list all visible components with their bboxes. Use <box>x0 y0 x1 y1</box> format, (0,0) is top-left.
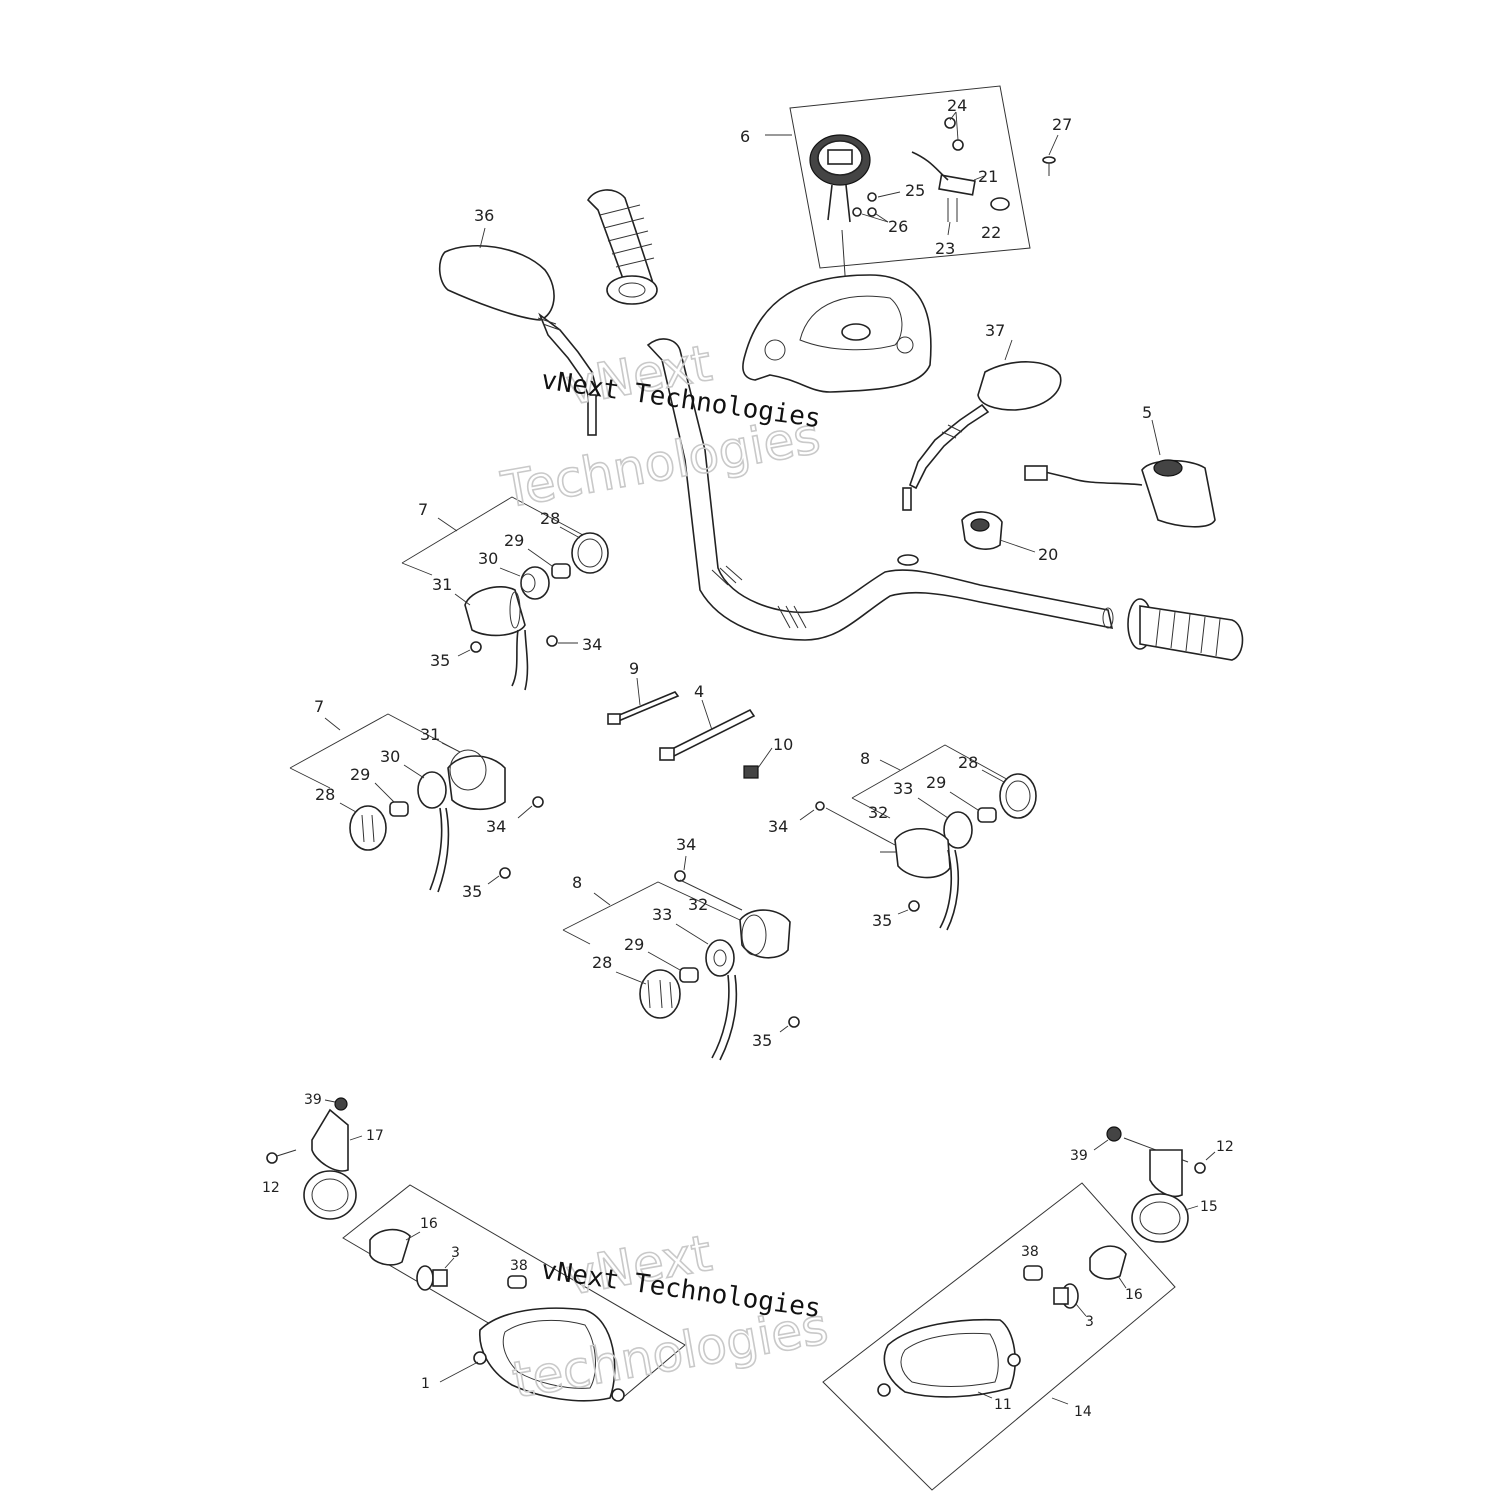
callout-15: 15 <box>1200 1199 1218 1215</box>
mirror-left-36: 36 <box>438 206 599 436</box>
callout-38b: 38 <box>1021 1244 1039 1260</box>
callout-23: 23 <box>935 239 955 258</box>
callout-30a: 30 <box>478 549 498 568</box>
handle-grip-left <box>586 189 658 305</box>
clip-10: 10 <box>743 735 793 779</box>
turn-signal-7-lower: 7 31 30 29 28 34 35 <box>289 697 544 901</box>
cap-22: 22 <box>981 197 1010 242</box>
callout-22: 22 <box>981 223 1001 242</box>
callout-7b: 7 <box>314 697 324 716</box>
callout-35c: 35 <box>752 1031 772 1050</box>
cable-tie-9: 9 <box>607 659 680 725</box>
callout-28d: 28 <box>958 753 978 772</box>
callout-39b: 39 <box>1070 1148 1088 1164</box>
handle-grip-right <box>1127 598 1244 661</box>
callout-29a: 29 <box>504 531 524 550</box>
callout-33b: 33 <box>893 779 913 798</box>
callout-38a: 38 <box>510 1258 528 1274</box>
callout-31b: 31 <box>420 725 440 744</box>
callout-16b: 16 <box>1125 1287 1143 1303</box>
callout-36: 36 <box>474 206 494 225</box>
turn-signal-7-upper: 7 28 29 30 31 34 35 <box>401 496 609 691</box>
callout-32a: 32 <box>688 895 708 914</box>
turn-signal-8-right: 8 28 29 33 32 34 35 <box>768 744 1037 931</box>
callout-10: 10 <box>773 735 793 754</box>
callout-34d: 34 <box>768 817 788 836</box>
callout-27: 27 <box>1052 115 1072 134</box>
callout-5: 5 <box>1142 403 1152 422</box>
callout-39a: 39 <box>304 1092 322 1108</box>
callout-37: 37 <box>985 321 1005 340</box>
callout-8b: 8 <box>860 749 870 768</box>
callout-6: 6 <box>740 127 750 146</box>
callout-8a: 8 <box>572 873 582 892</box>
callout-34b: 34 <box>486 817 506 836</box>
callout-26: 26 <box>888 217 908 236</box>
callout-1: 1 <box>421 1376 430 1392</box>
callout-33a: 33 <box>652 905 672 924</box>
callout-34c: 34 <box>676 835 696 854</box>
callout-4: 4 <box>694 682 704 701</box>
callout-3a: 3 <box>451 1245 460 1261</box>
callout-34a: 34 <box>582 635 602 654</box>
callout-21: 21 <box>978 167 998 186</box>
callout-35a: 35 <box>430 651 450 670</box>
callout-9: 9 <box>629 659 639 678</box>
callout-3b: 3 <box>1085 1314 1094 1330</box>
bracket-21 <box>938 174 976 196</box>
speedometer-kit-panel: 6 21 24 23 25 26 <box>740 85 1031 321</box>
handlebar-cover <box>742 274 932 393</box>
callout-7a: 7 <box>418 500 428 519</box>
callout-35d: 35 <box>872 911 892 930</box>
turn-signal-8-center: 8 34 32 33 29 28 35 <box>562 835 800 1061</box>
callout-29d: 29 <box>926 773 946 792</box>
callout-29b: 29 <box>350 765 370 784</box>
cable-tie-4: 4 <box>659 682 756 761</box>
handlebar <box>646 338 1114 641</box>
callout-11: 11 <box>994 1397 1012 1413</box>
callout-28a: 28 <box>540 509 560 528</box>
callout-28b: 28 <box>315 785 335 804</box>
callout-32b: 32 <box>868 803 888 822</box>
throttle-20: 20 <box>961 511 1058 564</box>
callout-24: 24 <box>947 96 967 115</box>
headlamp-left-group: 39 17 12 16 3 38 1 <box>262 1092 686 1402</box>
callout-20: 20 <box>1038 545 1058 564</box>
speedometer <box>809 134 871 223</box>
callout-31a: 31 <box>432 575 452 594</box>
callout-28c: 28 <box>592 953 612 972</box>
callout-30b: 30 <box>380 747 400 766</box>
callout-16a: 16 <box>420 1216 438 1232</box>
screw-27: 27 <box>1042 115 1072 176</box>
mirror-right-37: 37 <box>902 321 1062 511</box>
callout-12a: 12 <box>262 1180 280 1196</box>
callout-25: 25 <box>905 181 925 200</box>
callout-29c: 29 <box>624 935 644 954</box>
callout-35b: 35 <box>462 882 482 901</box>
switch-assembly-5: 5 <box>1024 403 1216 528</box>
headlamp-right-group: 39 12 15 16 38 3 11 14 <box>822 1126 1234 1491</box>
callout-17: 17 <box>366 1128 384 1144</box>
callout-14: 14 <box>1074 1404 1092 1420</box>
callout-12b: 12 <box>1216 1139 1234 1155</box>
